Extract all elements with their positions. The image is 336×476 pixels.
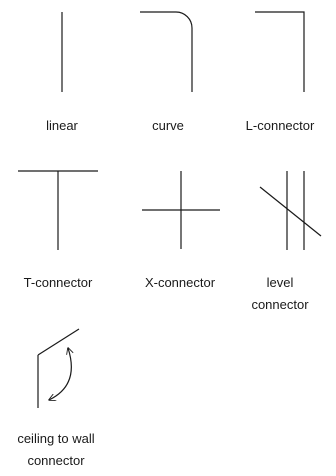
curve-connector-icon <box>140 11 193 92</box>
label-line: L-connector <box>245 118 315 133</box>
x-connector-icon <box>142 171 220 249</box>
label-curve: curve <box>112 115 224 137</box>
label-line: linear <box>46 118 78 133</box>
label-t-connector: T-connector <box>2 272 114 294</box>
label-line: curve <box>152 118 184 133</box>
label-level-connector: level connector <box>224 272 336 316</box>
t-connector-icon <box>18 170 98 250</box>
label-line: X-connector <box>144 275 216 290</box>
label-line: T-connector <box>23 275 93 290</box>
ceiling-to-wall-connector-icon <box>37 328 80 408</box>
label-linear: linear <box>6 115 118 137</box>
l-connector-icon <box>255 11 305 92</box>
label-line: connector <box>251 297 309 312</box>
label-line: level <box>266 275 294 290</box>
label-line: ceiling to wall <box>17 431 95 446</box>
label-l-connector: L-connector <box>224 115 336 137</box>
label-line: connector <box>27 453 85 468</box>
label-x-connector: X-connector <box>124 272 236 294</box>
level-connector-icon <box>259 171 322 250</box>
label-ceiling-to-wall-connector: ceiling to wall connector <box>0 428 112 472</box>
